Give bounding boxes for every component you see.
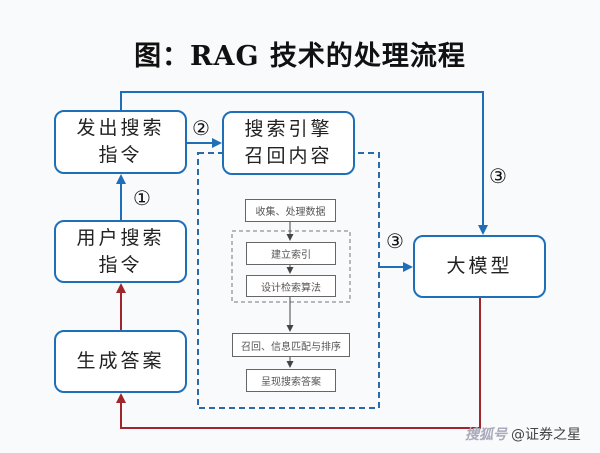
node-issue-search-line2: 指令 [98,144,143,166]
node-issue-search-line1: 发出搜索 [76,117,165,139]
node-generate-answer-label: 生成答案 [76,350,165,372]
diagram-title: 图：RAG 技术的处理流程 [134,41,466,72]
step-marker-1: ① [133,186,151,210]
node-llm: 大模型 [413,235,546,298]
arrow-llm-to-answer [116,298,481,429]
node-search-engine-line2: 召回内容 [244,145,333,167]
step-marker-2: ② [192,116,210,140]
engine-step-algorithm: 设计检索算法 [246,275,336,297]
engine-step-recall-rank: 召回、信息匹配与排序 [232,333,350,357]
engine-step-collect: 收集、处理数据 [245,199,336,222]
node-llm-label: 大模型 [446,255,513,277]
node-search-engine: 搜索引擎召回内容 [222,111,355,175]
engine-step-present: 呈现搜索答案 [246,369,336,392]
watermark: 搜狐号@证券之星 [465,424,581,444]
node-user-query: 用户搜索指令 [54,220,187,283]
step-marker-3-side: ③ [386,229,404,253]
node-user-query-line2: 指令 [98,253,143,276]
node-generate-answer: 生成答案 [54,330,187,393]
step-marker-3-top: ③ [489,164,507,188]
node-search-engine-line1: 搜索引擎 [244,118,333,140]
node-issue-search: 发出搜索指令 [54,110,187,174]
node-user-query-line1: 用户搜索 [76,226,165,249]
watermark-handle: @证券之星 [511,427,581,443]
engine-step-index: 建立索引 [246,242,336,265]
index-group-frame [231,230,351,303]
watermark-brand: 搜狐号 [465,427,507,443]
arrow-issue-to-llm [120,91,488,235]
